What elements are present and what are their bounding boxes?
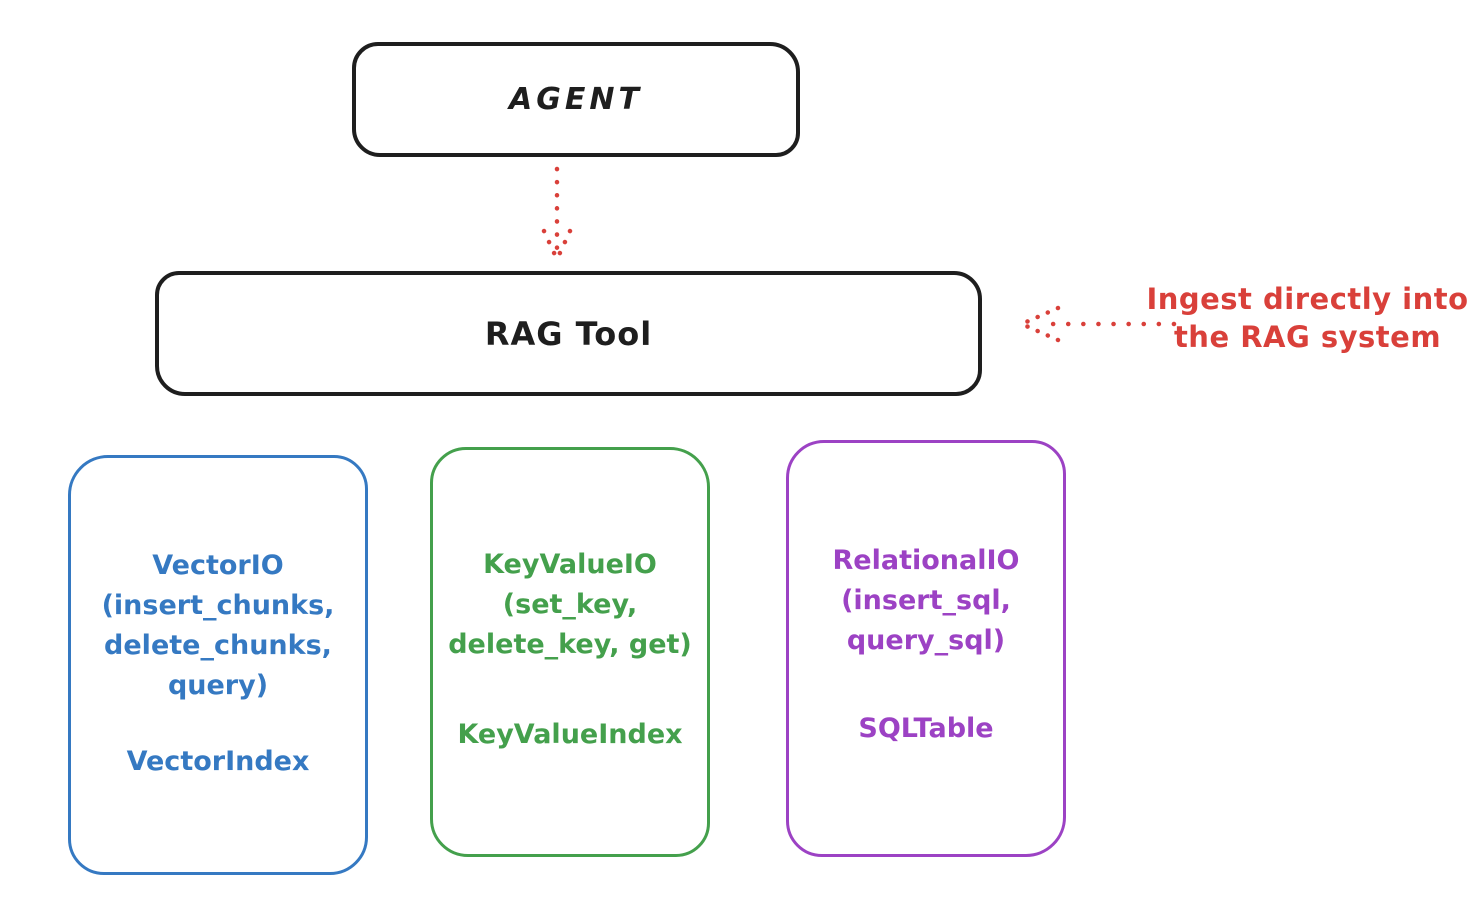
module-box-relational-io: RelationalIO (insert_sql, query_sql) SQL…: [786, 440, 1066, 857]
vector-index-label: VectorIndex: [126, 746, 310, 777]
keyvalue-index-label: KeyValueIndex: [457, 719, 683, 750]
keyvalue-io-title: KeyValueIO: [483, 549, 657, 580]
relational-io-methods-line-1: (insert_sql,: [841, 585, 1011, 616]
module-box-keyvalue-io: KeyValueIO (set_key, delete_key, get) Ke…: [430, 447, 710, 857]
vector-io-methods-line-3: query): [167, 670, 269, 701]
rag-tool-label: RAG Tool: [484, 314, 653, 353]
relational-io-title: RelationalIO: [832, 545, 1020, 576]
vector-io-title: VectorIO: [152, 550, 284, 581]
vector-io-methods-line-2: delete_chunks,: [104, 630, 332, 661]
relational-io-methods-line-2: query_sql): [846, 625, 1006, 656]
sql-table-label: SQLTable: [858, 713, 994, 744]
spacer: [71, 706, 365, 742]
keyvalue-io-methods-line-1: (set_key,: [502, 589, 638, 620]
vector-io-methods-line-1: (insert_chunks,: [101, 590, 335, 621]
agent-to-ragtool-dotted-arrow-icon: [538, 163, 576, 265]
ingest-annotation-line-1: Ingest directly into: [1146, 282, 1469, 316]
agent-label: AGENT: [509, 82, 643, 117]
rag-tool-box: RAG Tool: [155, 271, 982, 396]
spacer: [433, 665, 707, 715]
keyvalue-io-methods-line-2: delete_key, get): [448, 629, 692, 660]
agent-box: AGENT: [352, 42, 800, 157]
module-box-vector-io: VectorIO (insert_chunks, delete_chunks, …: [68, 455, 368, 875]
ingest-annotation: Ingest directly into the RAG system: [1135, 280, 1480, 356]
spacer: [789, 661, 1063, 709]
ingest-annotation-line-2: the RAG system: [1173, 320, 1442, 354]
